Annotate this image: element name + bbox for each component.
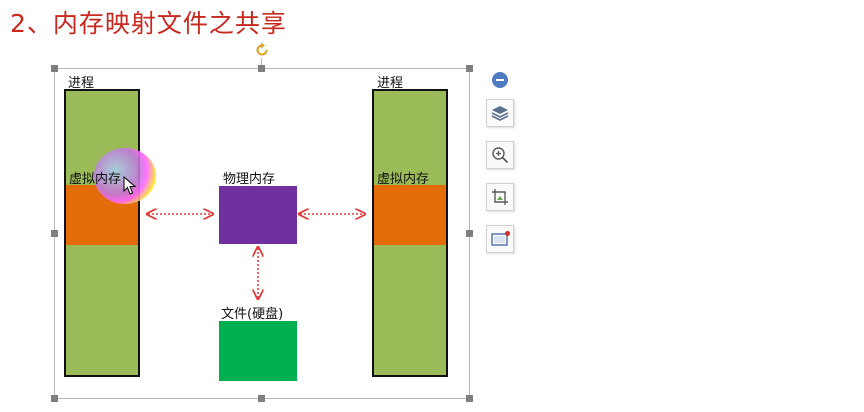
crop-icon [492, 189, 508, 205]
resize-handle-top[interactable] [258, 65, 265, 72]
zoom-in-button[interactable] [486, 141, 514, 169]
frame-button[interactable] [486, 225, 514, 253]
file-label: 文件(硬盘) [221, 307, 284, 322]
resize-handle-bottom-right[interactable] [466, 395, 473, 402]
right-virtual-memory-band [374, 185, 446, 245]
rotate-handle-icon[interactable] [254, 42, 270, 58]
left-virtual-memory-label: 虚拟内存 [69, 172, 122, 187]
resize-handle-top-right[interactable] [466, 65, 473, 72]
right-virtual-memory-label: 虚拟内存 [377, 172, 430, 187]
resize-handle-bottom-left[interactable] [51, 395, 58, 402]
collapse-icon[interactable] [492, 72, 508, 88]
physical-memory-label: 物理内存 [223, 172, 276, 187]
mouse-cursor-icon [123, 176, 137, 195]
crop-button[interactable] [486, 183, 514, 211]
resize-handle-right[interactable] [466, 230, 473, 237]
right-process-label: 进程 [377, 76, 404, 91]
resize-handle-left[interactable] [51, 230, 58, 237]
rotate-stem [261, 58, 262, 68]
left-process-label: 进程 [68, 76, 95, 91]
physical-memory-box [219, 186, 297, 244]
layers-icon [491, 106, 509, 121]
file-box [219, 321, 297, 381]
frame-icon [491, 231, 510, 246]
layers-button[interactable] [486, 99, 514, 127]
resize-handle-top-left[interactable] [51, 65, 58, 72]
slide-title: 2、内存映射文件之共享 [10, 9, 287, 38]
right-process-column [372, 89, 448, 377]
cursor-highlight [94, 148, 156, 204]
zoom-in-icon [492, 147, 509, 164]
resize-handle-bottom[interactable] [258, 395, 265, 402]
